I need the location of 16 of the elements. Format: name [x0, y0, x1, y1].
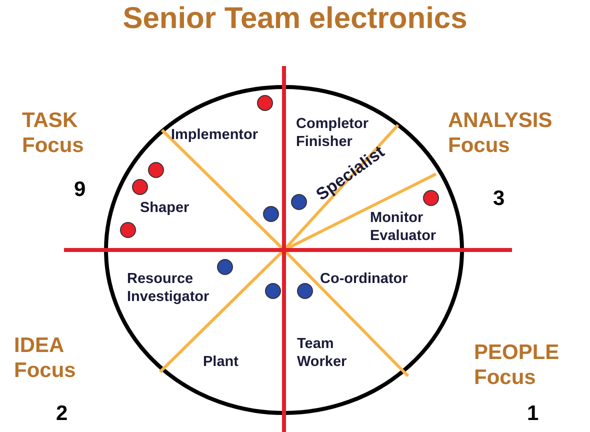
role-label: Plant [203, 353, 240, 372]
role-label: Team Worker [297, 335, 348, 372]
focus-label: TASK Focus [22, 108, 85, 158]
title: Senior Team electronics [122, 2, 468, 36]
role-label: Completor Finisher [296, 115, 368, 150]
count-label: 1 [527, 402, 539, 426]
role-label: Resource Investigator [127, 270, 210, 306]
role-label: Shaper [140, 199, 190, 218]
count-label: 9 [74, 178, 86, 202]
count-label: 3 [493, 187, 505, 211]
role-label: Monitor Evaluator [370, 209, 438, 246]
role-label: Implementor [171, 126, 260, 144]
focus-label: PEOPLE Focus [474, 340, 560, 390]
count-label: 2 [56, 402, 68, 426]
role-label: Co-ordinator [320, 270, 409, 288]
focus-label: IDEA Focus [14, 333, 77, 384]
